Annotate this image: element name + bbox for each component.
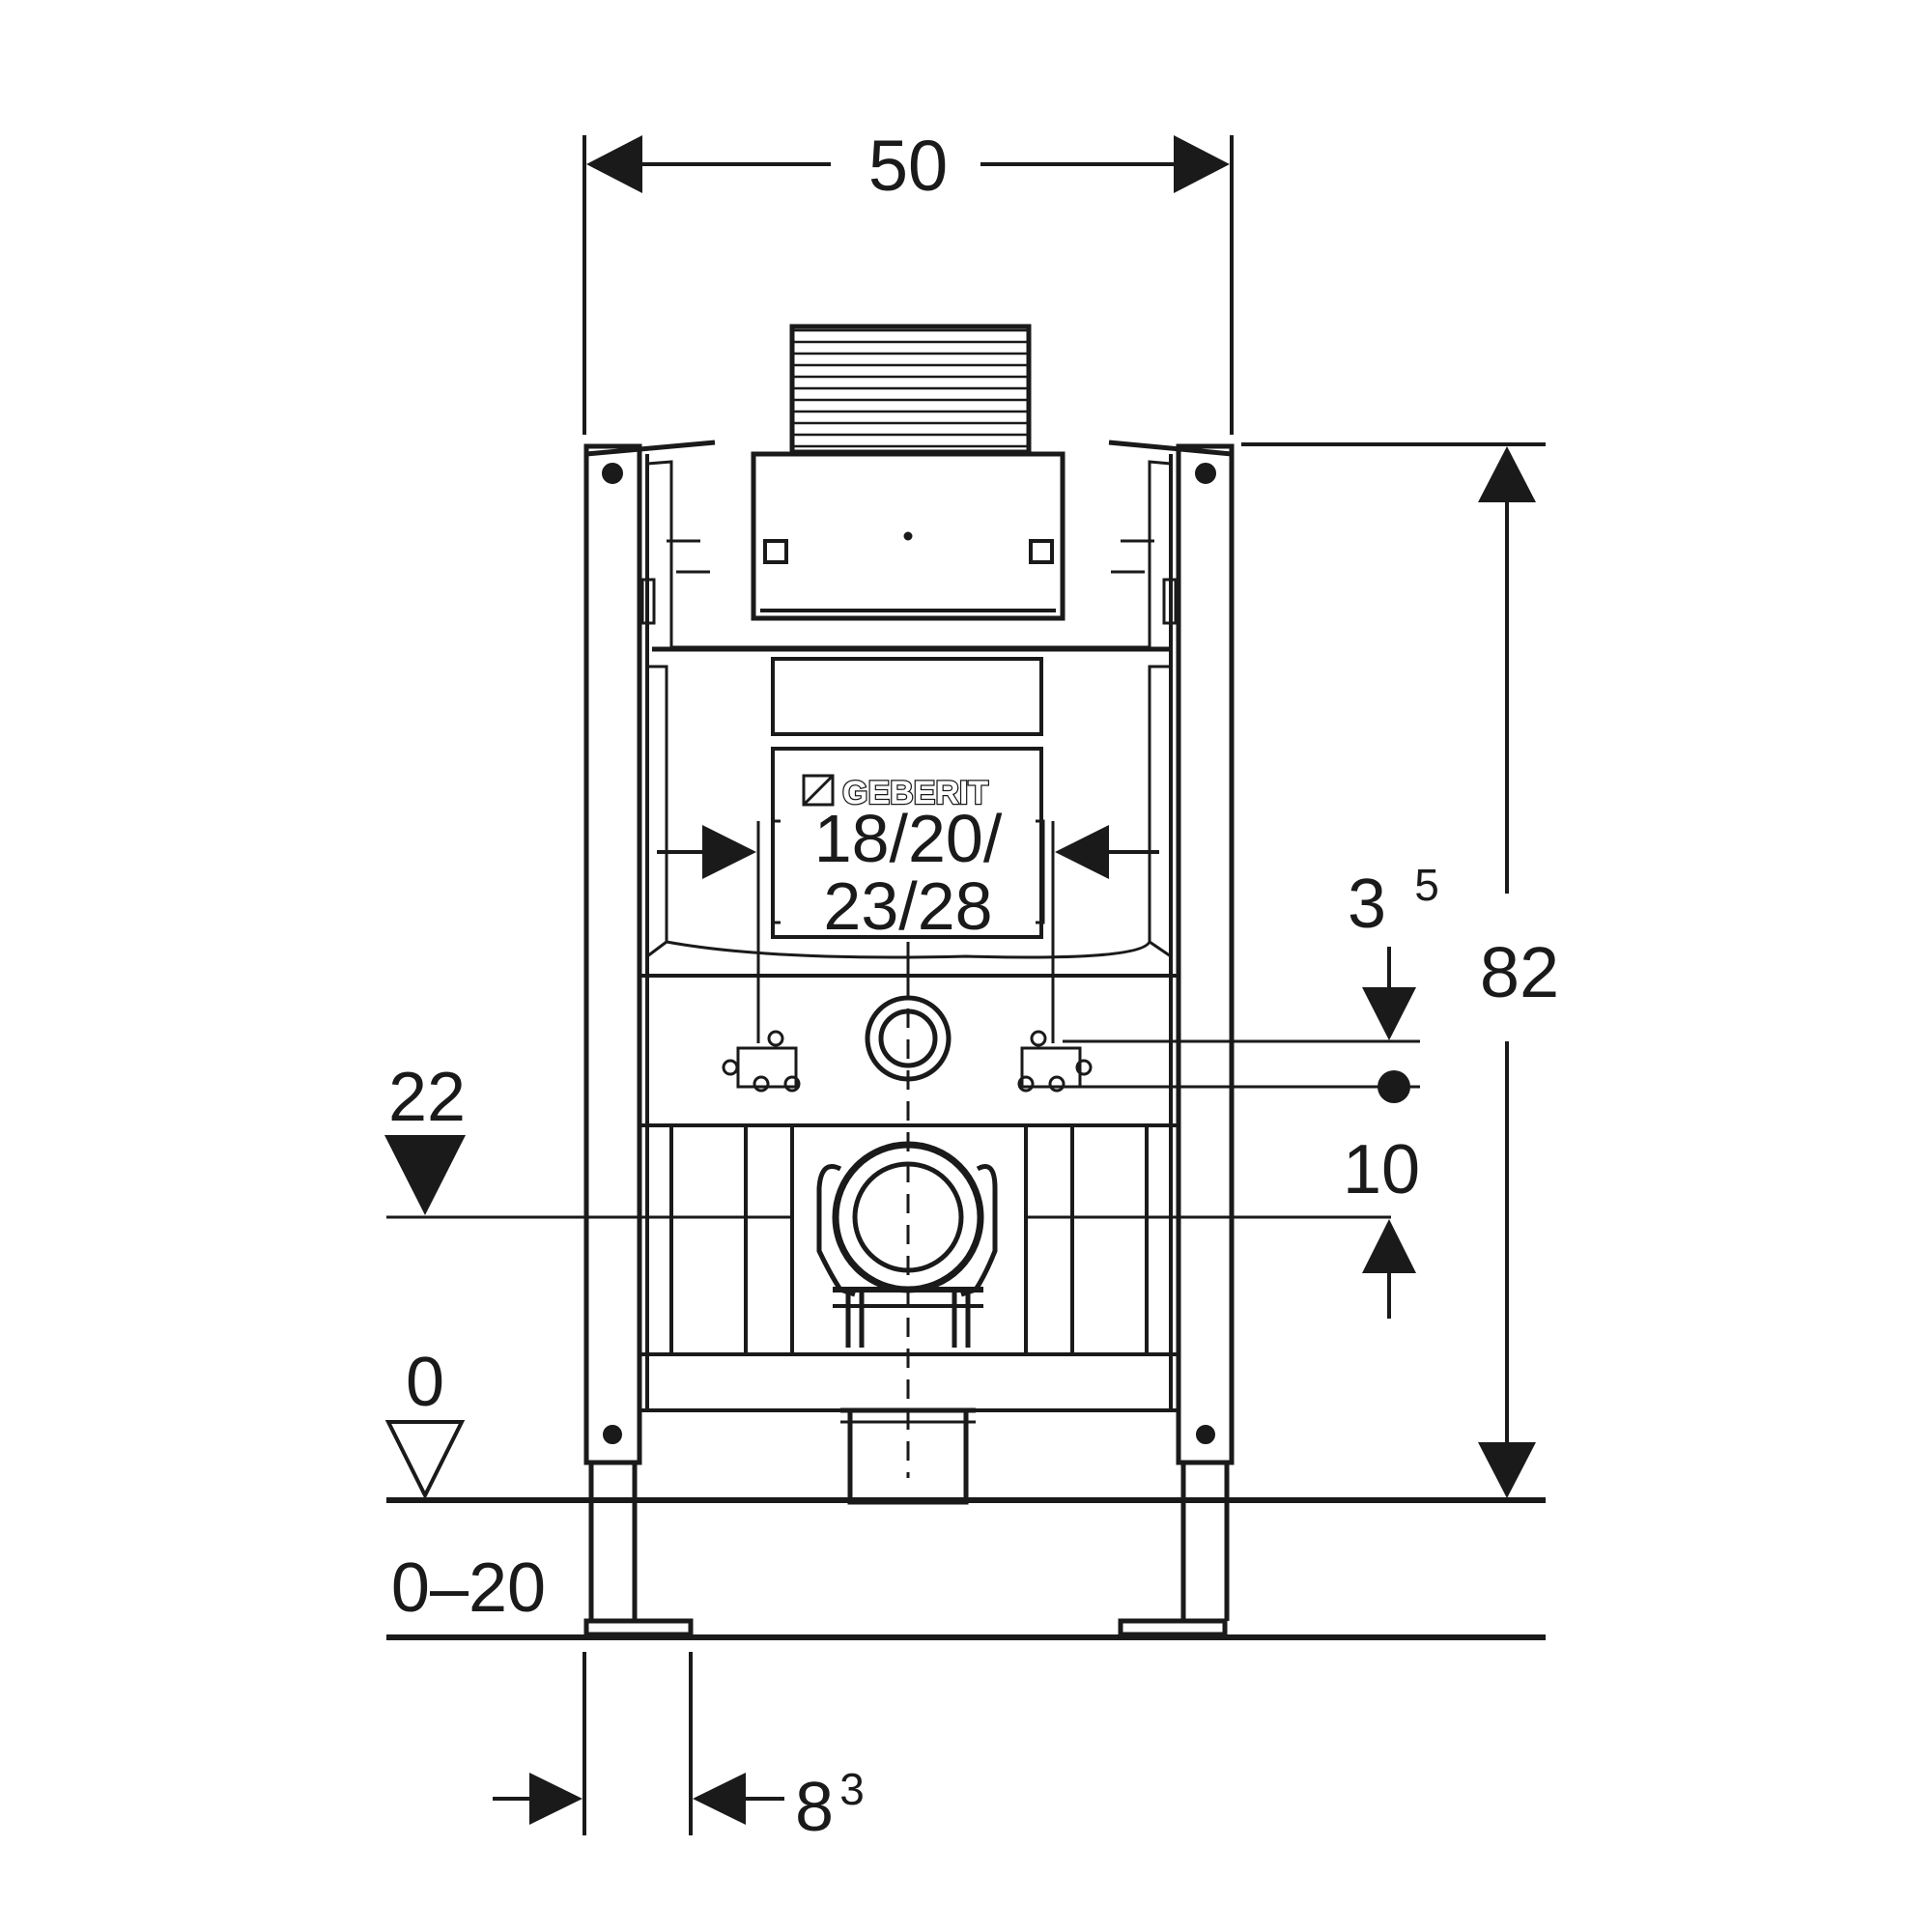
left-bottom-bolt [603,1425,622,1444]
cistern-front-box [751,451,1065,621]
cistern [722,324,1093,1093]
flush-pipe-width-line1: 18/20/ [814,801,1003,876]
inlet-offset-label: 3 [1348,866,1386,943]
height-right-label: 82 [1480,932,1559,1012]
dimension-waste-height: 22 [384,1059,1391,1219]
cistern-lower-box [771,657,1043,736]
arrow-down-icon [1478,1442,1536,1498]
dimension-foot-depth: 8 3 [493,1652,865,1846]
left-foot-plate [583,1618,694,1637]
brand-logo-text: GEBERIT [842,775,988,811]
right-upright [1176,443,1235,1465]
ribbed-tank-top [789,324,1032,455]
foot-depth-sup: 3 [839,1764,865,1814]
arrow-left-icon [693,1773,746,1825]
arrow-up-icon [1478,446,1536,502]
arrow-up-icon [1362,1219,1416,1273]
arrow-left-icon [1055,825,1109,879]
dimension-inlet-offset: 3 5 [1063,860,1439,1103]
foot-depth-label: 8 [795,1769,834,1846]
right-bottom-bolt [1196,1425,1215,1444]
arrow-down-icon [1362,987,1416,1040]
arrow-right-icon [702,825,756,879]
right-fixing-hardware [1017,1030,1093,1093]
dimension-flush-pipe-width: 18/20/ 23/28 [657,801,1159,1043]
dimension-floor-level: 0 [384,1344,466,1500]
dimension-height-right: 82 [1241,442,1559,1498]
dimension-width-top: 50 [582,126,1234,435]
floor-level-triangle-icon [384,1420,466,1500]
right-foot-plate [1118,1618,1228,1637]
left-fixing-hardware [722,1030,801,1093]
arrow-left-icon [586,135,642,193]
width-top-label: 50 [868,126,948,206]
frame-structure [583,440,1235,1465]
flush-pipe-width-line2: 23/28 [823,868,992,944]
frame-feet [583,1463,1230,1637]
dimension-fixing-spacing: 10 [1343,1131,1420,1319]
inlet-offset-sup: 5 [1414,860,1439,910]
floor-level-label: 0 [406,1344,444,1421]
fixing-point-dot [1378,1070,1410,1103]
arrow-down-icon [384,1135,466,1215]
foot-adjust-label: 0–20 [391,1549,546,1627]
brand-logo-square [802,774,835,807]
arrow-right-icon [529,1773,582,1825]
left-upright [583,443,642,1465]
right-top-bolt [1195,463,1216,484]
waste-height-label: 22 [388,1059,466,1136]
arrow-right-icon [1174,135,1230,193]
fixing-spacing-label: 10 [1343,1131,1420,1208]
left-top-bolt [602,463,623,484]
